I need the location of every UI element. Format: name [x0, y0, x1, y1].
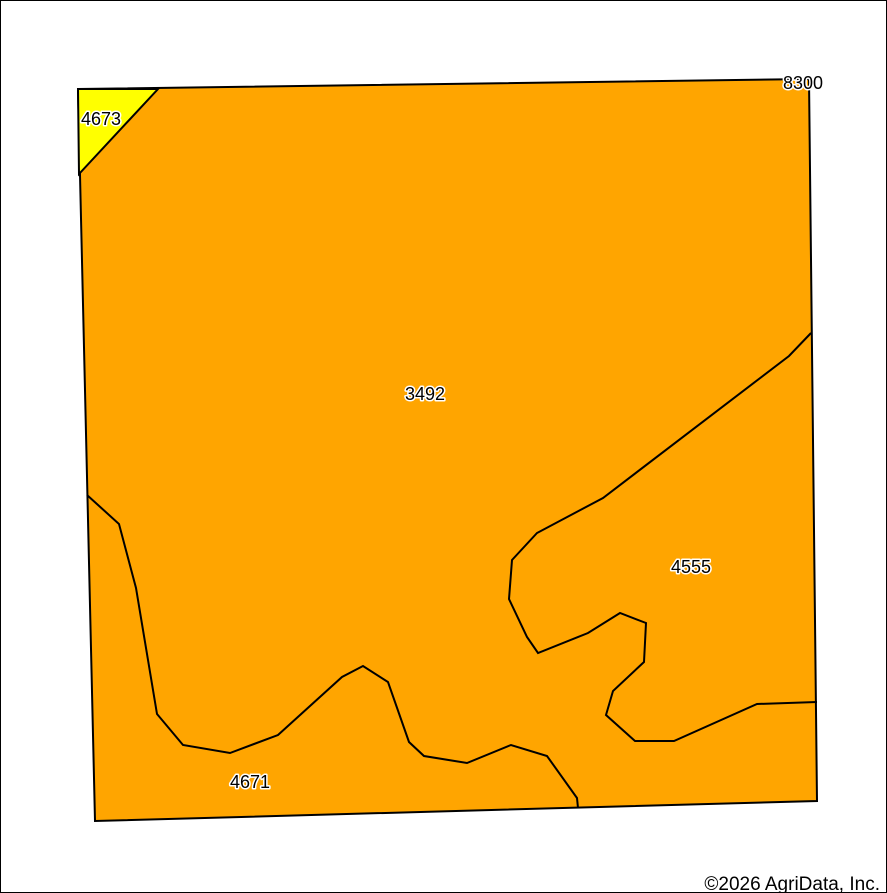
soil-unit-4673-area[interactable] [76, 88, 161, 177]
soil-label-4555: 4555 [671, 557, 711, 577]
copyright-notice: ©2026 AgriData, Inc. [704, 874, 880, 893]
soil-label-4673: 4673 [81, 109, 121, 129]
soil-label-3492: 3492 [405, 384, 445, 404]
unit-boundary-4555 [507, 332, 818, 742]
soil-label-4671: 4671 [230, 772, 270, 792]
soil-label-8300: 8300 [783, 73, 823, 93]
unit-boundary-4671 [86, 494, 579, 809]
field-boundary[interactable] [76, 77, 819, 823]
